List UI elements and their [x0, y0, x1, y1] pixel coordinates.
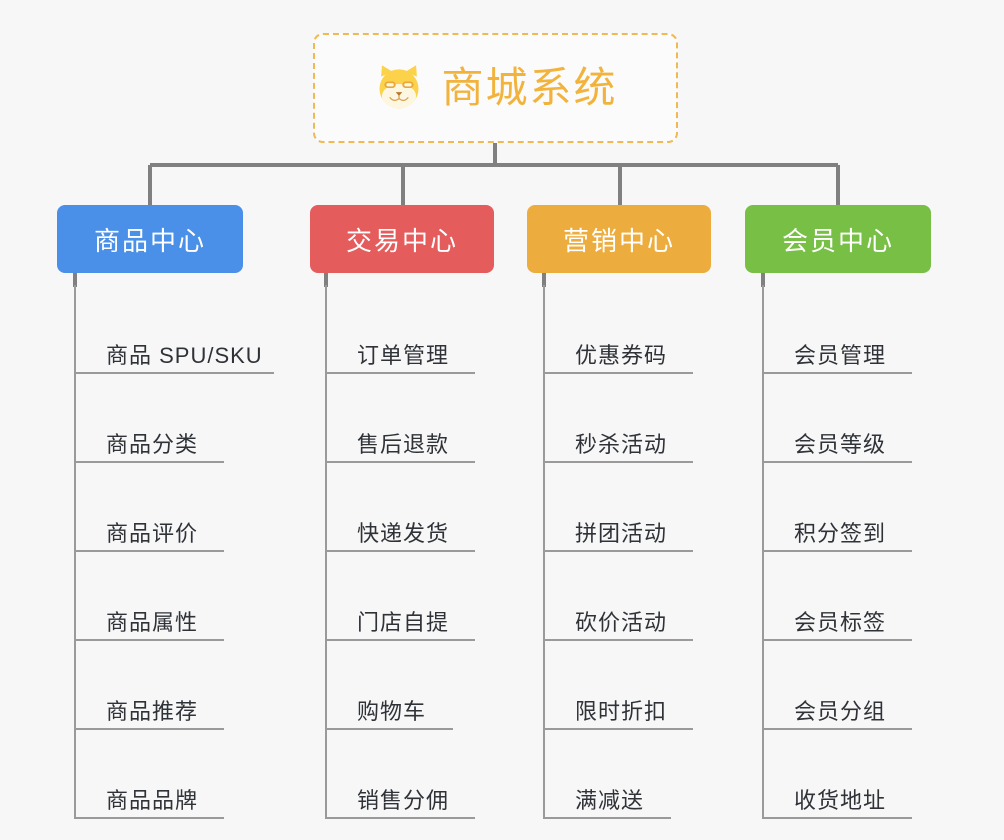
leaf-item[interactable]: 快递发货: [325, 463, 475, 552]
leaf-item-label: 优惠券码: [575, 342, 668, 368]
leaf-item-label: 砍价活动: [575, 609, 668, 635]
leaf-item[interactable]: 优惠券码: [543, 285, 693, 374]
leaf-item[interactable]: 会员管理: [762, 285, 912, 374]
leaf-item[interactable]: 积分签到: [762, 463, 912, 552]
category-label: 营销中心: [562, 225, 675, 256]
leaf-item-label: 快递发货: [357, 520, 450, 546]
leaf-item-rule: [325, 639, 475, 641]
leaf-item-rule: [762, 817, 912, 819]
leaf-item[interactable]: 商品属性: [74, 552, 263, 641]
leaf-column-member: 会员管理 会员等级 积分签到 会员标签 会员分组 收货地址: [762, 285, 912, 819]
leaf-item-rule: [74, 372, 274, 374]
leaf-item[interactable]: 销售分佣: [325, 730, 475, 819]
category-label: 会员中心: [781, 225, 894, 256]
category-label: 商品中心: [93, 225, 206, 256]
category-box-marketing[interactable]: 营销中心: [527, 205, 711, 273]
leaf-item-rule: [543, 550, 693, 552]
leaf-item-label: 积分签到: [794, 520, 887, 546]
leaf-item-rule: [762, 639, 912, 641]
leaf-item-rule: [762, 372, 912, 374]
leaf-item[interactable]: 砍价活动: [543, 552, 693, 641]
leaf-item-label: 收货地址: [794, 787, 887, 813]
leaf-column-trade: 订单管理 售后退款 快递发货 门店自提 购物车 销售分佣: [325, 285, 475, 819]
leaf-item-rule: [74, 728, 224, 730]
leaf-item-rule: [325, 461, 475, 463]
leaf-item[interactable]: 会员标签: [762, 552, 912, 641]
page-title: 商城系统: [441, 64, 618, 111]
leaf-item-label: 商品评价: [106, 520, 199, 546]
leaf-column-product: 商品 SPU/SKU 商品分类 商品评价 商品属性 商品推荐 商品品牌: [74, 285, 274, 819]
leaf-item[interactable]: 商品品牌: [74, 730, 263, 819]
category-box-member[interactable]: 会员中心: [745, 205, 931, 273]
root-node-content: 商城系统: [373, 62, 617, 114]
leaf-item-label: 销售分佣: [357, 787, 450, 813]
leaf-item[interactable]: 会员分组: [762, 641, 912, 730]
leaf-item-label: 会员标签: [794, 609, 887, 635]
leaf-item[interactable]: 秒杀活动: [543, 374, 693, 463]
leaf-item[interactable]: 限时折扣: [543, 641, 693, 730]
leaf-item[interactable]: 商品 SPU/SKU: [74, 285, 274, 374]
leaf-item-rule: [762, 550, 912, 552]
leaf-item-label: 售后退款: [357, 431, 450, 457]
leaf-item[interactable]: 商品评价: [74, 463, 263, 552]
leaf-item-rule: [325, 550, 475, 552]
leaf-item[interactable]: 商品推荐: [74, 641, 263, 730]
leaf-item[interactable]: 订单管理: [325, 285, 475, 374]
leaf-item-rule: [325, 728, 453, 730]
category-label: 交易中心: [345, 225, 458, 256]
leaf-item-label: 满减送: [575, 787, 645, 813]
leaf-item[interactable]: 满减送: [543, 730, 671, 819]
leaf-item-rule: [762, 728, 912, 730]
leaf-item-label: 会员分组: [794, 698, 887, 724]
leaf-item-label: 会员等级: [794, 431, 887, 457]
leaf-item-label: 商品推荐: [106, 698, 199, 724]
category-box-product[interactable]: 商品中心: [57, 205, 243, 273]
leaf-item-label: 商品品牌: [106, 787, 199, 813]
leaf-item-rule: [325, 372, 475, 374]
root-node[interactable]: 商城系统: [313, 33, 678, 143]
leaf-item[interactable]: 售后退款: [325, 374, 475, 463]
leaf-item[interactable]: 拼团活动: [543, 463, 693, 552]
leaf-item-label: 秒杀活动: [575, 431, 668, 457]
leaf-item-rule: [543, 372, 693, 374]
leaf-item-label: 商品分类: [106, 431, 199, 457]
leaf-item[interactable]: 购物车: [325, 641, 453, 730]
leaf-item-rule: [74, 817, 224, 819]
leaf-item-label: 商品 SPU/SKU: [106, 342, 263, 368]
leaf-item[interactable]: 会员等级: [762, 374, 912, 463]
shiba-dog-icon: [379, 65, 419, 109]
leaf-item-rule: [74, 550, 224, 552]
leaf-item-label: 门店自提: [357, 609, 450, 635]
leaf-item[interactable]: 门店自提: [325, 552, 475, 641]
leaf-item-rule: [543, 817, 671, 819]
category-box-trade[interactable]: 交易中心: [310, 205, 494, 273]
leaf-item-label: 购物车: [357, 698, 427, 724]
leaf-column-marketing: 优惠券码 秒杀活动 拼团活动 砍价活动 限时折扣 满减送: [543, 285, 693, 819]
leaf-item-rule: [325, 817, 475, 819]
leaf-item-label: 会员管理: [794, 342, 887, 368]
leaf-item-label: 商品属性: [106, 609, 199, 635]
leaf-item[interactable]: 收货地址: [762, 730, 912, 819]
leaf-item-rule: [762, 461, 912, 463]
leaf-item-label: 拼团活动: [575, 520, 668, 546]
leaf-item-rule: [74, 461, 224, 463]
leaf-item-rule: [543, 461, 693, 463]
leaf-item-rule: [543, 728, 693, 730]
leaf-item-label: 限时折扣: [575, 698, 668, 724]
leaf-item[interactable]: 商品分类: [74, 374, 263, 463]
leaf-item-label: 订单管理: [357, 342, 450, 368]
leaf-item-rule: [74, 639, 224, 641]
leaf-item-rule: [543, 639, 693, 641]
